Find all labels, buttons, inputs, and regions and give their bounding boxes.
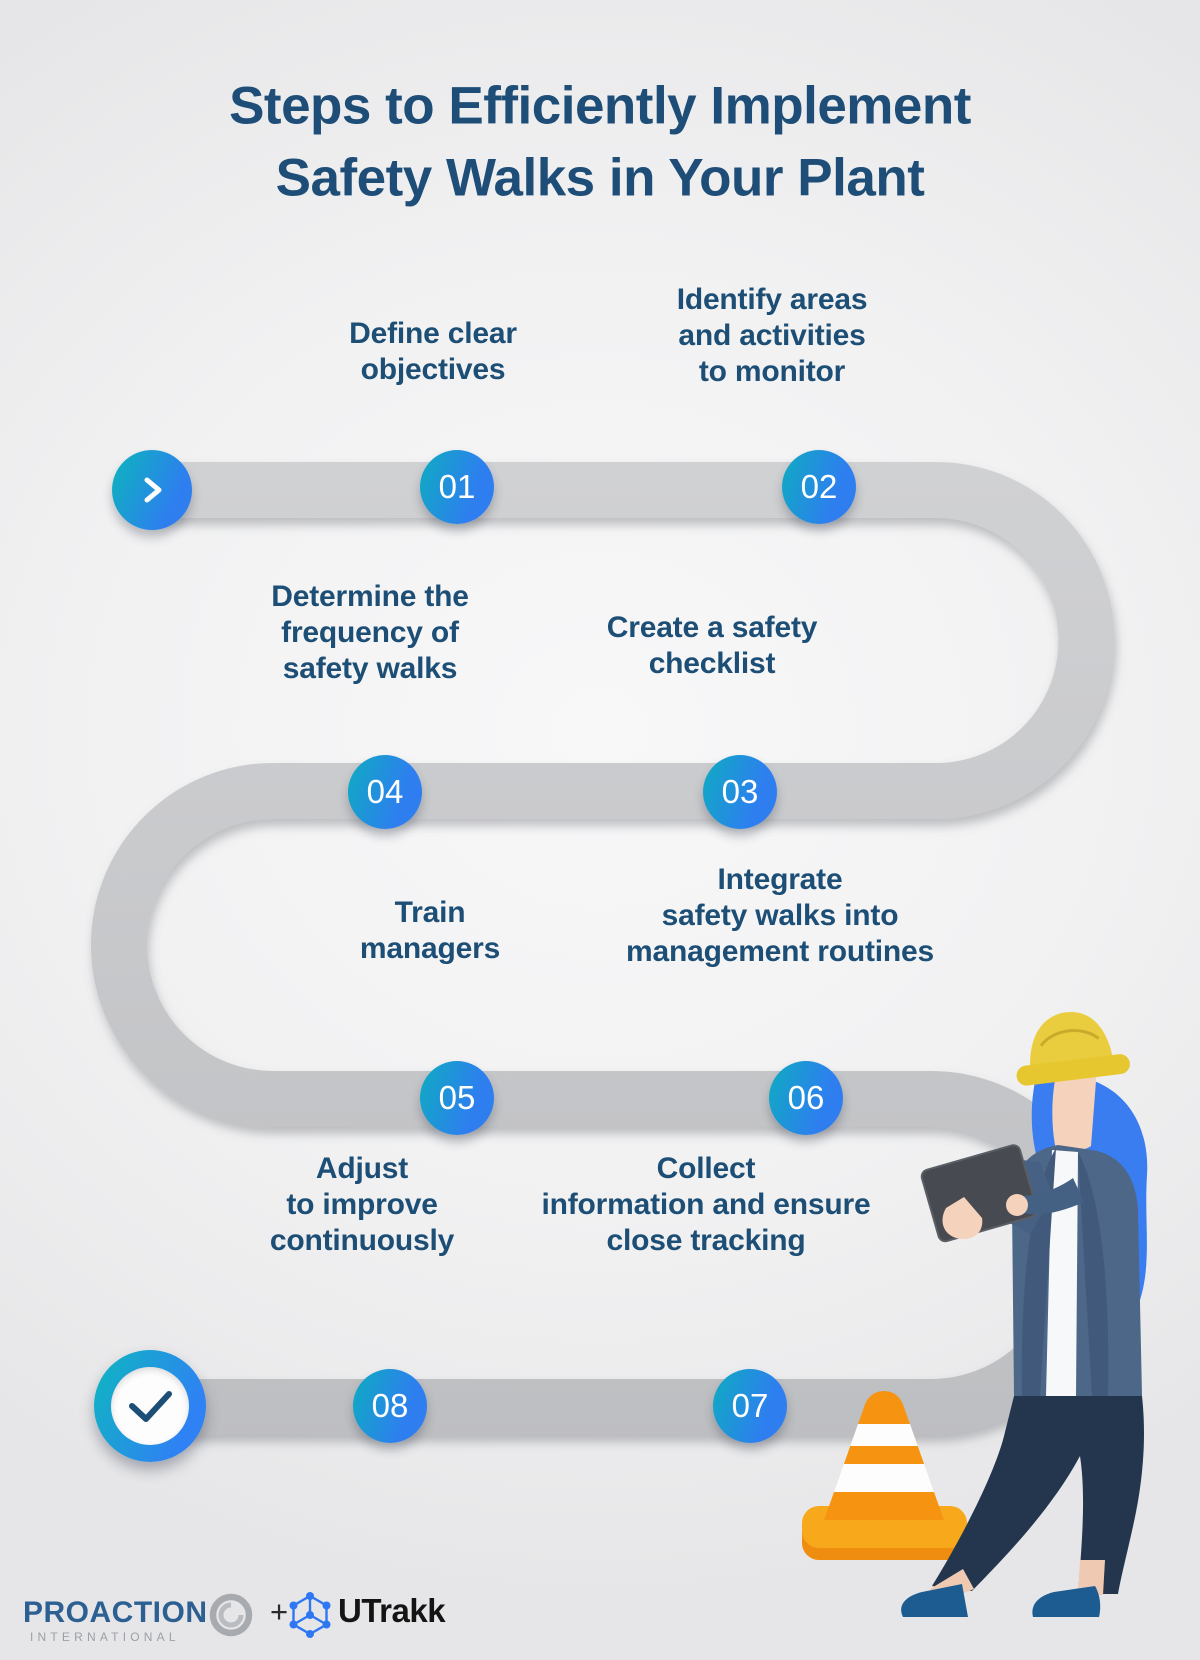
proaction-subtitle: INTERNATIONAL [30,1630,180,1644]
lapel-right [1078,1152,1109,1396]
step-number: 08 [371,1387,409,1424]
left-shoe [901,1584,968,1617]
step-circle-05: 05 [420,1061,494,1135]
finish-marker [94,1350,206,1462]
checkmark-icon [129,1391,172,1422]
page-title: Steps to Efficiently Implement Safety Wa… [229,76,971,207]
right-ankle [1078,1560,1105,1595]
footer-logos: PROACTION INTERNATIONAL + [0,1578,1200,1660]
right-shoe [1032,1586,1101,1617]
step-label-03: Create a safety checklist [606,611,818,680]
step-circle-08: 08 [353,1369,427,1443]
step-number: 02 [800,468,838,505]
step-circle-01: 01 [420,450,494,524]
step-circle-06: 06 [769,1061,843,1135]
step-number: 05 [438,1079,476,1116]
step-number: 03 [721,773,759,810]
step-label-07: Collect information and ensure close tra… [541,1152,871,1257]
step-circle-04: 04 [348,755,422,829]
step-number: 06 [787,1079,825,1116]
right-forearm [1019,1178,1084,1215]
step-label-04: Determine the frequency of safety walks [271,580,469,685]
step-label-05: Train managers [359,896,501,965]
utrakk-cube-icon [288,1592,332,1638]
pants [932,1396,1144,1594]
proaction-swirl-icon [208,1592,254,1638]
safety-cone-illustration [802,1391,967,1560]
chevron-right-icon [144,477,162,503]
step-circle-02: 02 [782,450,856,524]
right-hand [1006,1194,1028,1216]
road-path [91,462,1115,1435]
step-circle-07: 07 [713,1369,787,1443]
step-number: 01 [438,468,476,505]
left-hand [942,1197,983,1240]
plus-sign: + [270,1594,289,1629]
step-label-01: Define clear objectives [349,317,517,386]
step-number: 07 [731,1387,769,1424]
step-label-08: Adjust to improve continuously [269,1152,455,1257]
proaction-wordmark: PROACTION [23,1596,208,1629]
step-label-02: Identify areas and activities to monitor [676,283,868,388]
finish-marker-inner [111,1367,189,1445]
hard-hat [1016,1012,1130,1086]
step-circle-03: 03 [703,755,777,829]
step-label-06: Integrate safety walks into management r… [626,863,934,968]
utrakk-wordmark: UTrakk [338,1592,446,1629]
start-marker [112,450,192,530]
step-number: 04 [366,773,404,810]
engineer-illustration [901,1012,1148,1617]
